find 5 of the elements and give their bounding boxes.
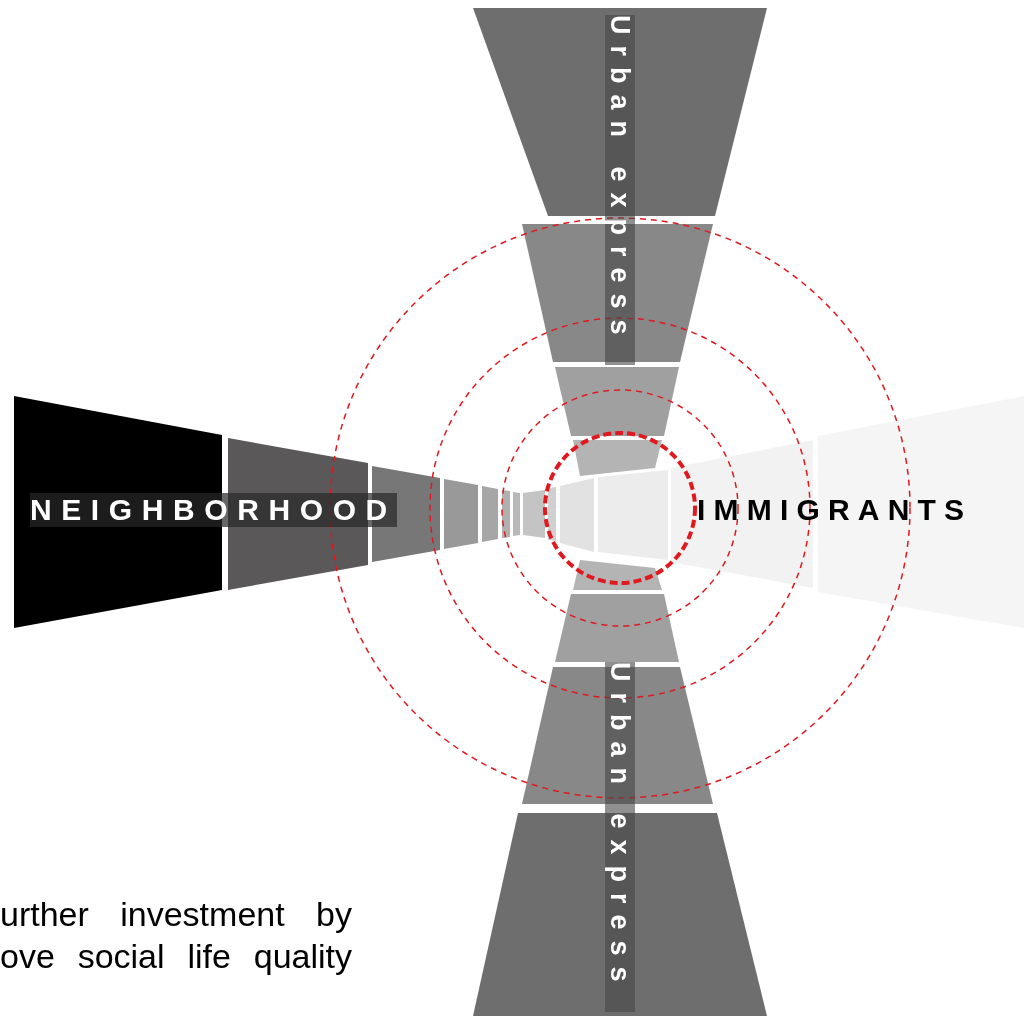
vertical-label: Urban express <box>605 15 635 365</box>
description-text: urther investment by ove social life quality <box>0 894 352 977</box>
vertical-label: Urban express <box>605 662 635 1012</box>
arm-label: IMMIGRANTS <box>697 493 973 527</box>
arm-label: NEIGHBORHOOD <box>30 493 397 527</box>
